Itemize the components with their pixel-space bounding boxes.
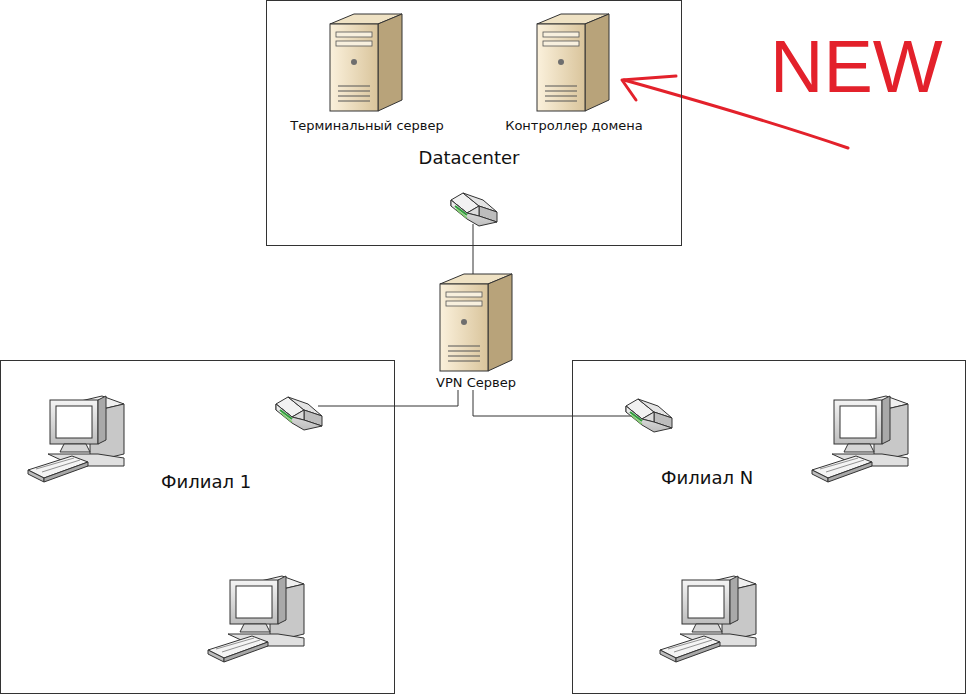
- computer-icon: [28, 396, 124, 482]
- datacenter-zone: Datacenter Терминальный сервер Контроллер …: [266, 0, 682, 246]
- computer-icon: [208, 576, 304, 662]
- zone-title: Datacenter: [419, 147, 520, 168]
- server-node: Терминальный сервер: [288, 15, 446, 133]
- server-caption: Контроллер домена: [505, 118, 643, 133]
- wire: [318, 406, 395, 407]
- network-link: [473, 390, 572, 416]
- router-icon: [276, 397, 322, 430]
- server-icon: [440, 274, 512, 371]
- server-node: VPN Сервер: [434, 274, 518, 390]
- server-icon: [537, 14, 609, 111]
- network-link: [395, 390, 458, 406]
- computer-icon: [812, 396, 908, 482]
- router-icon: [626, 399, 672, 432]
- router-icon: [451, 193, 497, 226]
- server-caption: Терминальный сервер: [290, 118, 444, 133]
- server-caption: VPN Сервер: [436, 375, 516, 390]
- new-marker: NEW: [770, 30, 943, 104]
- server-icon: [330, 14, 402, 111]
- zone-title: Филиал N: [661, 467, 753, 488]
- branch-zone: Филиал 1: [0, 360, 395, 694]
- computer-icon: [660, 576, 756, 662]
- callout-arrow: [622, 76, 676, 100]
- network-link: [473, 246, 474, 274]
- wire: [473, 224, 474, 246]
- branch-zone: Филиал N: [572, 360, 966, 694]
- zone-title: Филиал 1: [161, 471, 251, 492]
- wire: [572, 416, 632, 417]
- server-node: Контроллер домена: [503, 15, 645, 133]
